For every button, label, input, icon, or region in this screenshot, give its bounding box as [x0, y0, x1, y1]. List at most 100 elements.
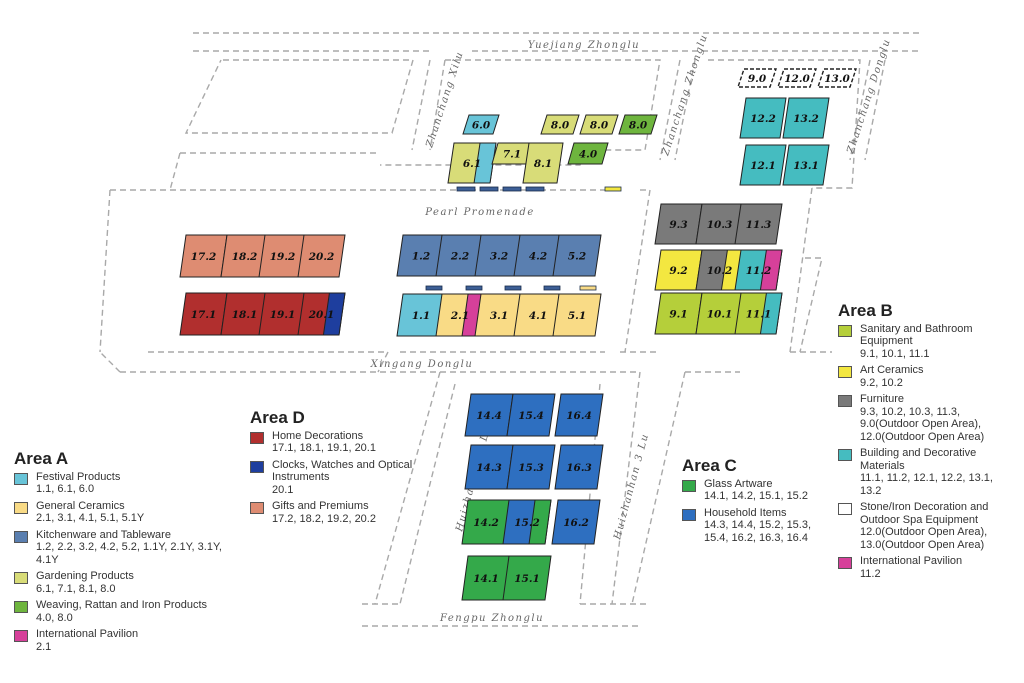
hall-14-1: 14.1 — [461, 555, 511, 601]
hall-shape — [618, 114, 658, 135]
hall-label: 17.1 — [191, 309, 217, 321]
legend-halls: 20.1 — [272, 483, 294, 496]
hall-label: 1.2 — [412, 251, 430, 263]
hall-13-0: 13.0 — [817, 68, 857, 88]
legend-label: Sanitary and Bathroom Equipment — [860, 322, 973, 348]
hall-1-2: 1.2 — [396, 234, 446, 277]
hall-shape — [782, 144, 830, 186]
hall-shape — [554, 444, 604, 490]
road-label-xingang: Xingang Donglu — [370, 359, 474, 370]
legend-halls: 2.1, 3.1, 4.1, 5.1, 5.1Y — [36, 512, 145, 524]
hall-11-3: 11.3 — [734, 203, 783, 245]
legend-halls: 11.1, 11.2, 12.1, 12.2, 13.1, 13.2 — [860, 472, 993, 497]
hall-5-1: 5.1 — [552, 293, 602, 337]
hall-label: 12.1 — [750, 160, 776, 172]
legend-label: International Pavilion — [860, 555, 963, 567]
hall-label: 12.0 — [784, 73, 810, 85]
hall-label: 14.3 — [476, 462, 502, 474]
hall-label: 13.1 — [793, 160, 819, 172]
hall-shape-secondary — [322, 292, 346, 336]
gate-markers — [425, 186, 622, 291]
hall-shape — [540, 114, 580, 135]
hall-4-0: 4.0 — [567, 142, 609, 165]
legend-halls: 14.1, 14.2, 15.1, 15.2 — [704, 490, 808, 502]
hall-label: 18.2 — [232, 251, 258, 263]
hall-shape — [552, 293, 602, 337]
hall-label: 14.1 — [473, 573, 499, 585]
hall-label: 10.3 — [707, 219, 733, 231]
hall-label: 5.2 — [568, 251, 586, 263]
hall-8-0: 8.0 — [579, 114, 619, 135]
hall-label: 15.4 — [518, 410, 544, 422]
hall-20-1: 20.1 — [297, 292, 346, 336]
legend-halls: 9.2, 10.2 — [860, 376, 903, 389]
hall-shape-secondary — [759, 249, 783, 291]
hall-label: 15.1 — [514, 573, 540, 585]
hall-label: 8.0 — [590, 120, 609, 132]
hall-label: 12.2 — [750, 113, 776, 125]
road-label-fengpu: Fengpu Zhonglu — [439, 613, 544, 624]
legend-swatch — [14, 572, 28, 584]
hall-4-2: 4.2 — [513, 234, 563, 277]
hall-label: 9.3 — [669, 219, 687, 231]
hall-shape — [734, 203, 783, 245]
legend-swatch — [250, 502, 264, 514]
hall-label: 4.2 — [529, 251, 547, 263]
hall-label: 7.1 — [503, 149, 521, 161]
legend-label: General Ceramics — [36, 499, 125, 512]
road-label-huizhanhan-3: Huizhanhan 3 Lu — [612, 432, 651, 542]
hall-label: 17.2 — [191, 251, 217, 263]
hall-label: 3.2 — [490, 251, 508, 263]
hall-12-0: 12.0 — [777, 68, 817, 88]
hall-9-3: 9.3 — [654, 203, 703, 245]
legend-halls: 17.1, 18.1, 19.1, 20.1 — [272, 442, 376, 454]
hall-shape-secondary — [759, 292, 783, 335]
hall-shape — [522, 142, 564, 184]
hall-16-2: 16.2 — [551, 499, 601, 545]
legend-halls: 4.0, 8.0 — [36, 611, 73, 624]
hall-shape — [739, 144, 787, 186]
legend-item-stone: Stone/Iron Decoration and Outdoor Spa Eq… — [838, 501, 1013, 551]
hall-label: 4.1 — [529, 310, 547, 322]
legend-swatch — [250, 460, 264, 473]
hall-shape — [739, 97, 787, 139]
road-label-pearl-promenade: Pearl Promenade — [424, 207, 534, 218]
legend-swatch — [14, 472, 28, 485]
legend-label: Furniture — [860, 393, 905, 405]
hall-label: 1.1 — [412, 310, 430, 322]
hall-label: 2.1 — [450, 310, 469, 322]
legend-label: International Pavilion — [36, 628, 139, 640]
hall-label: 10.1 — [707, 309, 733, 321]
legend-halls: 6.1, 7.1, 8.1, 8.0 — [36, 582, 116, 595]
legend-swatch — [250, 431, 264, 444]
hall-shape — [297, 234, 346, 278]
legend-halls: 14.3, 14.4, 15.2, 15.3, 15.4, 16.2, 16.3… — [704, 519, 812, 544]
hall-shape — [817, 68, 857, 88]
hall-15-4: 15.4 — [506, 393, 556, 437]
hall-label: 9.0 — [748, 73, 767, 85]
legend-swatch — [838, 395, 852, 407]
hall-label: 13.0 — [824, 73, 850, 85]
hall-13-2: 13.2 — [782, 97, 830, 139]
legend-swatch — [682, 508, 696, 521]
legend-title: Area A — [14, 449, 69, 468]
hall-label: 8.0 — [551, 120, 570, 132]
hall-5-2: 5.2 — [552, 234, 602, 277]
legend-swatch — [838, 449, 852, 461]
legend-label: Glass Artware — [704, 477, 773, 490]
road-label-zhanchang-xilu: Zhanchang Xilu — [424, 50, 466, 150]
hall-label: 9.2 — [669, 265, 687, 277]
hall-13-1: 13.1 — [782, 144, 830, 186]
hall-15-1: 15.1 — [502, 555, 552, 601]
hall-17-2: 17.2 — [179, 234, 228, 278]
legend-label: Kitchenware and Tableware — [36, 528, 171, 541]
